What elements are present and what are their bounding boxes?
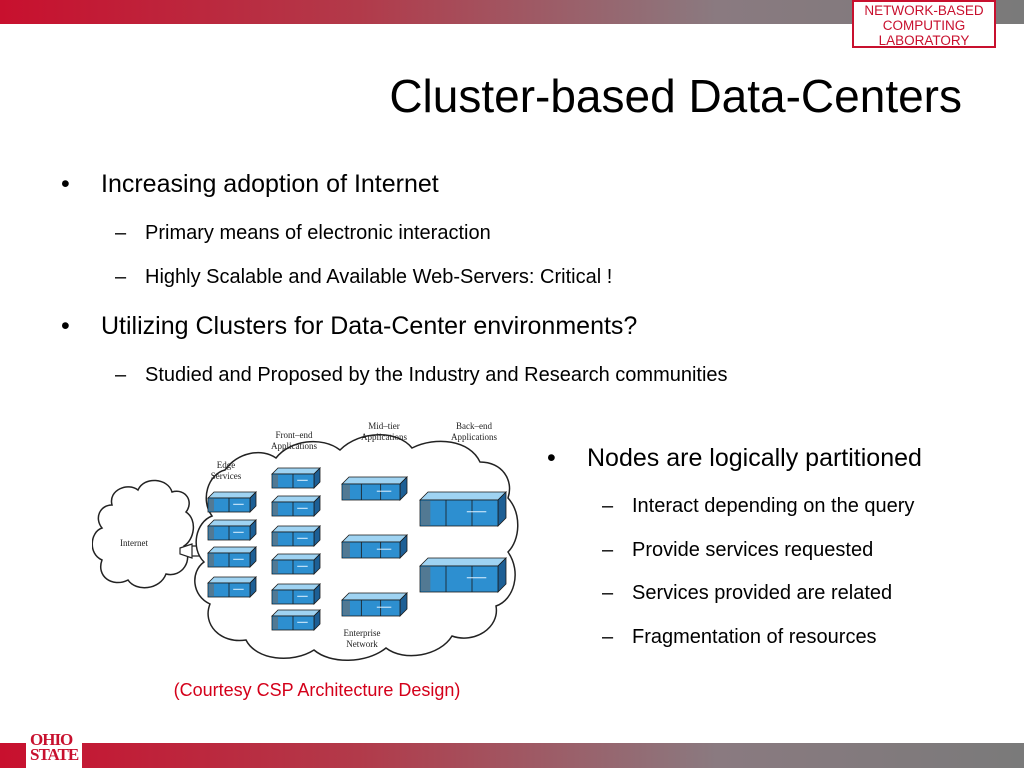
bottom-brand-bar xyxy=(0,743,1024,768)
back-label-line1: Back–end xyxy=(456,421,492,431)
bullet-text: Increasing adoption of Internet xyxy=(101,170,439,198)
front-end-node xyxy=(271,525,321,547)
front-end-node xyxy=(271,609,321,631)
logo-line-1: NETWORK-BASED xyxy=(864,3,984,18)
sub-bullet-text: Primary means of electronic interaction xyxy=(145,222,491,244)
sub-bullet-text: Services provided are related xyxy=(632,582,893,604)
osu-logo-line-2: STATE xyxy=(30,745,79,764)
enterprise-label-line1: Enterprise xyxy=(344,628,381,638)
sub-bullet-item: –Primary means of electronic interaction xyxy=(115,222,491,244)
sub-bullet-item: –Highly Scalable and Available Web-Serve… xyxy=(115,266,613,288)
internet-label: Internet xyxy=(120,538,148,548)
edge-service-node xyxy=(207,519,257,541)
sub-bullet-text: Fragmentation of resources xyxy=(632,626,877,648)
enterprise-label-line2: Network xyxy=(346,639,378,649)
ohio-state-logo: OHIO STATE xyxy=(26,726,82,768)
edge-service-node xyxy=(207,546,257,568)
sub-bullet-item: –Services provided are related xyxy=(602,582,893,604)
bullet-text: Utilizing Clusters for Data-Center envir… xyxy=(101,312,638,340)
internet-cloud xyxy=(92,479,195,589)
edge-service-node xyxy=(207,576,257,598)
bullet-item: •Utilizing Clusters for Data-Center envi… xyxy=(61,312,638,340)
edge-service-node xyxy=(207,491,257,513)
mid-tier-node xyxy=(341,534,408,559)
front-end-node xyxy=(271,553,321,575)
server-nodes xyxy=(207,467,507,631)
mid-label-line1: Mid–tier xyxy=(368,421,400,431)
mid-label-line2: Applications xyxy=(361,432,407,442)
datacenter-diagram: Internet Edge Services Front–end Applica… xyxy=(92,421,519,661)
sub-bullet-text: Interact depending on the query xyxy=(632,495,915,517)
slide-title: Cluster-based Data-Centers xyxy=(389,70,962,122)
sub-bullet-text: Studied and Proposed by the Industry and… xyxy=(145,364,728,386)
sub-bullet-item: –Studied and Proposed by the Industry an… xyxy=(115,364,728,386)
bullet-item: •Increasing adoption of Internet xyxy=(61,170,439,198)
front-end-node xyxy=(271,495,321,517)
sub-bullet-text: Highly Scalable and Available Web-Server… xyxy=(145,266,613,288)
sub-bullet-item: –Interact depending on the query xyxy=(602,495,915,517)
bullet-text: Nodes are logically partitioned xyxy=(587,444,922,472)
bullet-item: •Nodes are logically partitioned xyxy=(547,444,922,472)
mid-tier-node xyxy=(341,476,408,501)
back-label-line2: Applications xyxy=(451,432,497,442)
sub-bullet-item: –Fragmentation of resources xyxy=(602,626,877,648)
logo-line-2: COMPUTING xyxy=(882,18,966,33)
sub-bullet-item: –Provide services requested xyxy=(602,539,874,561)
back-end-node xyxy=(419,491,507,527)
edge-label-line1: Edge xyxy=(217,460,236,470)
mid-tier-node xyxy=(341,592,408,617)
nbcl-logo: NETWORK-BASED COMPUTING LABORATORY xyxy=(852,0,996,48)
back-end-node xyxy=(419,557,507,593)
osu-logo-line-1: OHIO xyxy=(30,730,73,749)
logo-line-3: LABORATORY xyxy=(878,33,970,48)
front-end-node xyxy=(271,467,321,489)
edge-label-line2: Services xyxy=(211,471,242,481)
sub-bullet-text: Provide services requested xyxy=(632,539,874,561)
front-label-line2: Applications xyxy=(271,441,317,451)
front-end-node xyxy=(271,583,321,605)
front-label-line1: Front–end xyxy=(276,430,313,440)
diagram-caption: (Courtesy CSP Architecture Design) xyxy=(173,680,461,700)
